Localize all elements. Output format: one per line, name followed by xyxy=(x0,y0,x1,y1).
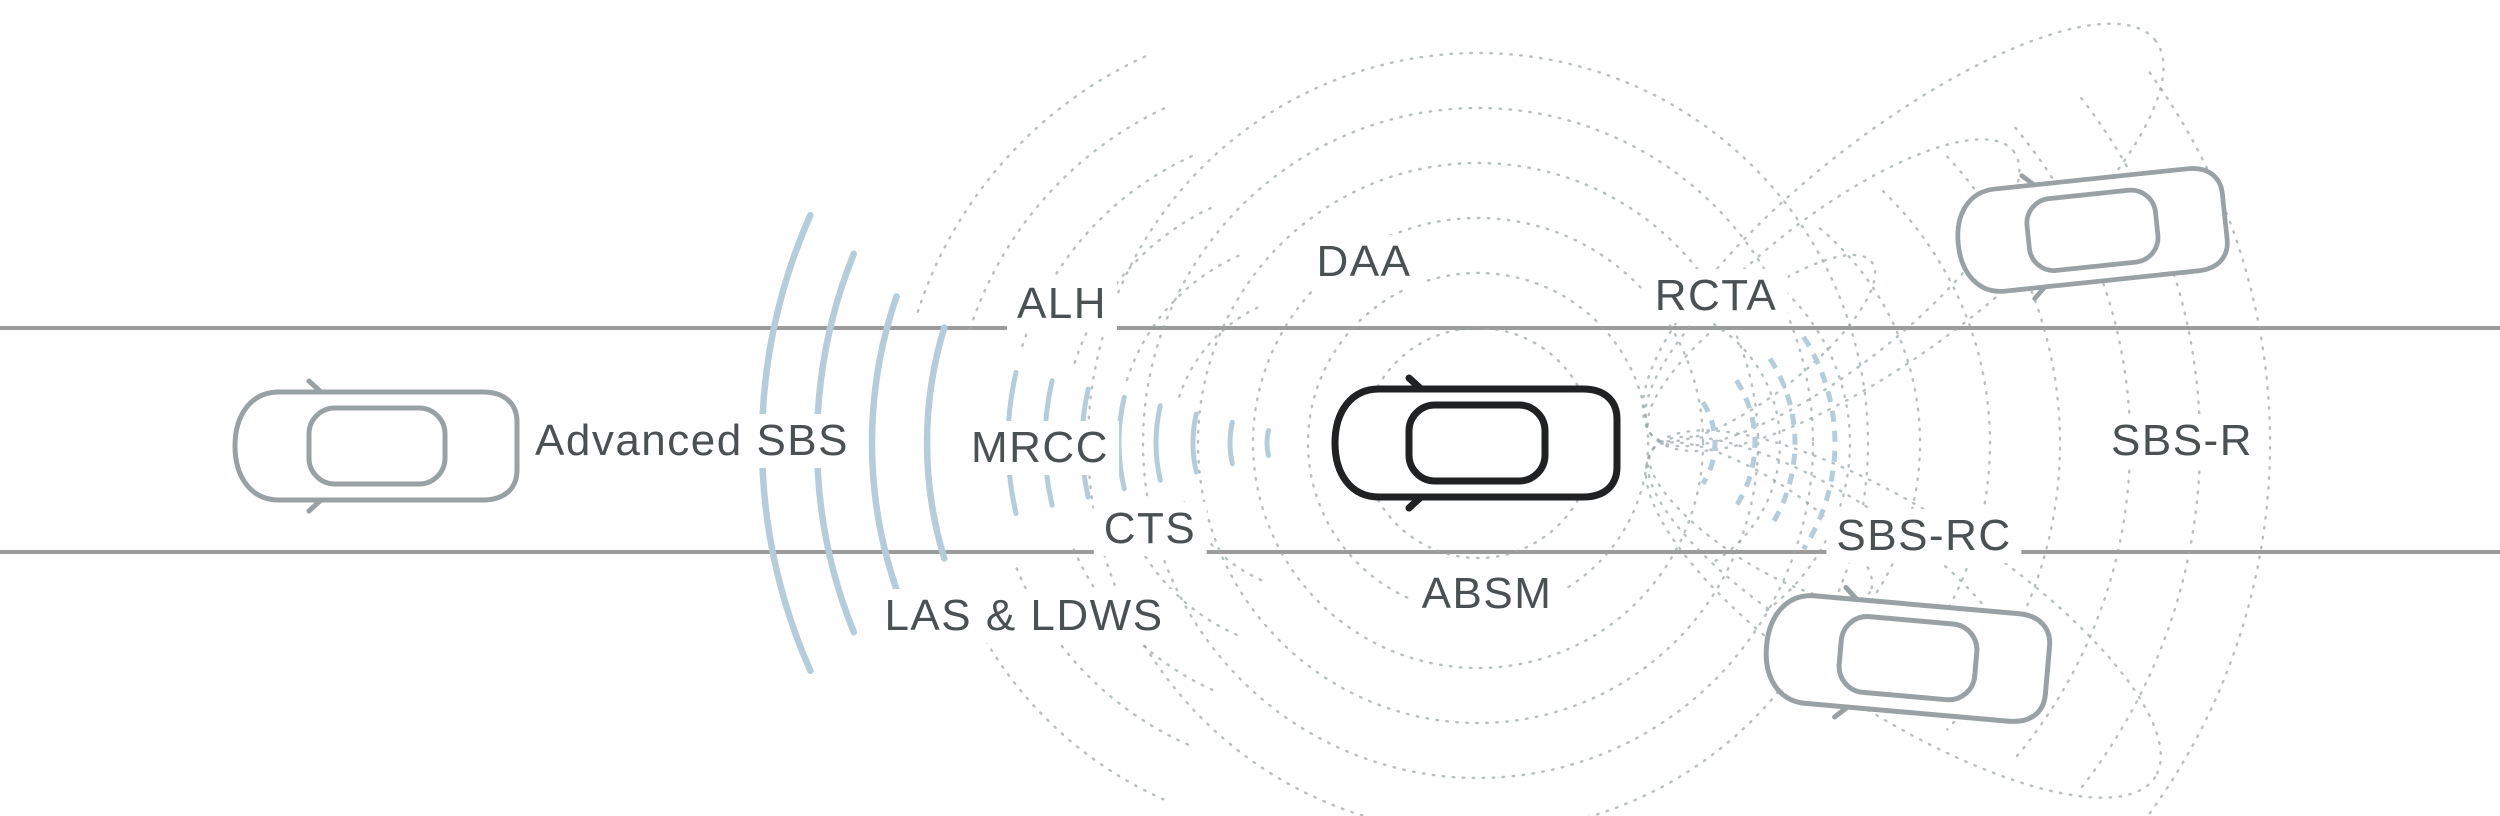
car-ahead-left xyxy=(234,380,518,512)
rear-blue-dash-arc xyxy=(1700,400,1718,486)
label-sbs-r: SBS-R xyxy=(2101,414,2263,468)
advanced-sbs-beam-arc xyxy=(868,293,900,593)
mrcc-beam-arc xyxy=(1153,403,1163,483)
alh-fan-arc xyxy=(1073,204,1218,364)
car-rear-bottom-right xyxy=(1760,580,2054,736)
daa-ring xyxy=(1251,216,1705,670)
label-las-ldws: LAS & LDWS xyxy=(874,589,1174,643)
alh-fan-arc xyxy=(968,103,1173,330)
rear-blue-dash-arc xyxy=(1734,379,1758,507)
label-alh: ALH xyxy=(1006,277,1118,331)
mrcc-beam-arc xyxy=(1227,419,1235,467)
alh-fan-arc xyxy=(1125,254,1240,381)
rear-zone-arc xyxy=(1881,190,1992,696)
cts-fan-arc xyxy=(1070,542,1214,691)
label-rcta: RCTA xyxy=(1644,269,1788,323)
label-advanced-sbs: Advanced SBS xyxy=(525,414,859,468)
car-subject-center xyxy=(1334,377,1618,509)
advanced-sbs-beam-arc xyxy=(923,324,948,562)
rear-blue-dash-arc xyxy=(1767,357,1798,529)
label-mrcc: MRCC xyxy=(961,421,1119,475)
rear-blue-dash-arc xyxy=(1801,335,1838,551)
label-cts: CTS xyxy=(1093,502,1207,556)
alh-fan-arc xyxy=(1021,154,1196,347)
daa-ring xyxy=(1306,271,1650,615)
rear-lobe-ellipse xyxy=(1646,253,1877,443)
rear-lobe-ellipse xyxy=(1648,441,1874,602)
mrcc-beam-arc xyxy=(1190,411,1199,475)
label-absm: ABSM xyxy=(1411,567,1563,621)
daa-ring xyxy=(1086,51,1870,816)
label-sbs-rc: SBS-RC xyxy=(1826,509,2022,563)
rear-zone-arc xyxy=(1713,323,1782,563)
daa-ring xyxy=(1141,106,1815,780)
mrcc-beam-arc xyxy=(1264,428,1271,458)
car-rear-top-right xyxy=(1951,154,2232,307)
label-daa: DAA xyxy=(1306,235,1422,289)
alh-fan-arc xyxy=(1178,304,1263,398)
alh-fan-arc xyxy=(916,53,1151,313)
daa-ring xyxy=(1196,161,1760,725)
rear-lobe-ellipse xyxy=(1641,22,2165,453)
mrcc-beam-arc xyxy=(1116,394,1127,492)
rear-zone-arc xyxy=(1818,227,1922,659)
